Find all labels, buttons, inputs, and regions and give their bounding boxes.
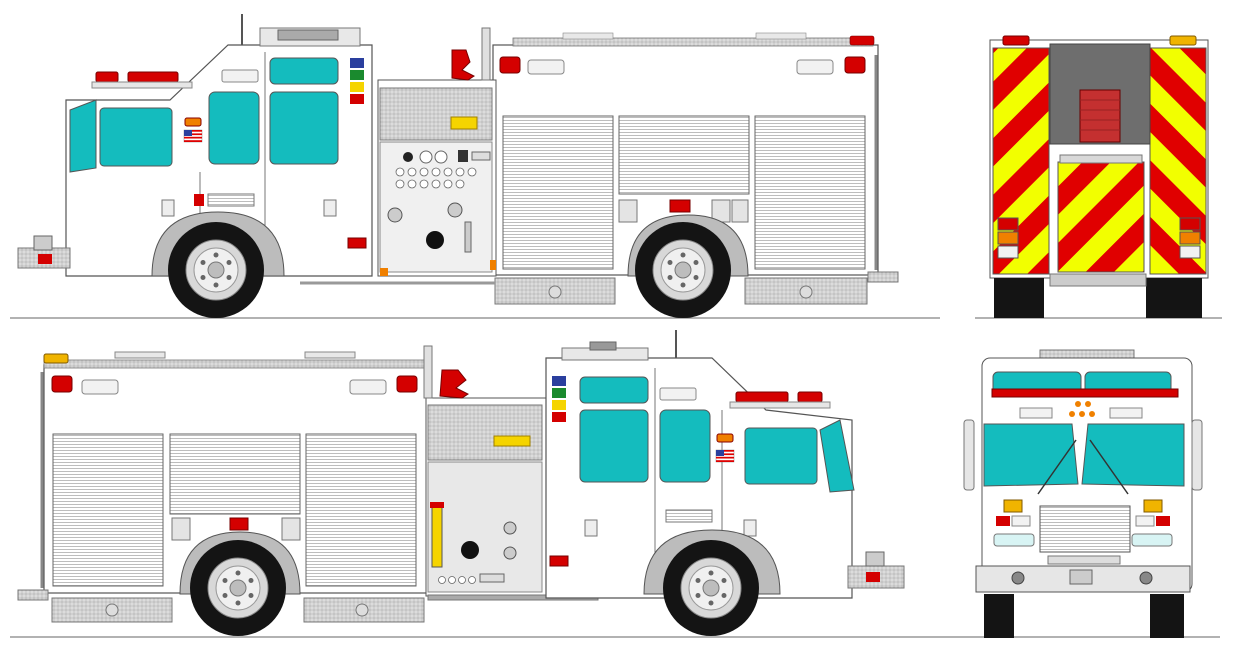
rear-view (975, 35, 1222, 319)
american-flag-icon (715, 449, 735, 463)
wheel-icon (167, 221, 265, 319)
left-side-view (10, 14, 940, 319)
right-side-view (10, 330, 1220, 638)
front-view (963, 349, 1203, 638)
